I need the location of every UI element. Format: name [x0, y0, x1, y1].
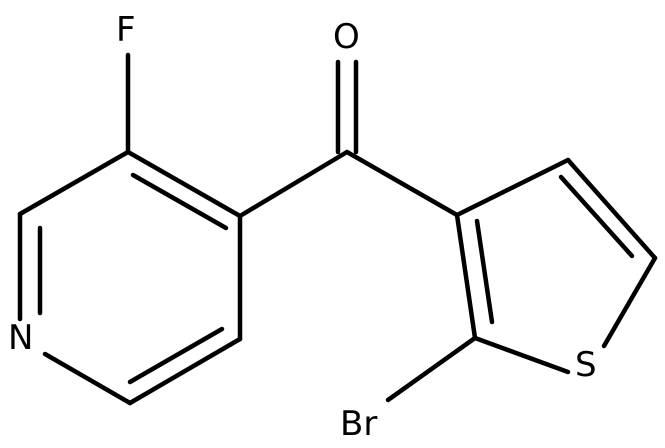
- bond-c5-c6: [127, 336, 243, 406]
- bond-th-c5-c4-double: [558, 174, 635, 259]
- bond-c3-c4: [125, 149, 243, 219]
- atom-label-oxygen: O: [333, 17, 360, 57]
- atom-label-nitrogen: N: [8, 318, 33, 358]
- bond-th-c3-c2: [454, 212, 478, 341]
- bond-carbonyl-c3thio: [344, 149, 460, 218]
- bond-th-c2-br: [385, 335, 478, 403]
- bond-c3-c4-double: [130, 172, 229, 231]
- atom-label-sulfur: S: [575, 345, 597, 385]
- bond-c5-c6-double: [127, 326, 225, 385]
- bond-c6-n: [42, 351, 133, 406]
- atom-label-bromine: Br: [340, 404, 377, 444]
- bond-th-c5-c4: [565, 157, 658, 261]
- bond-th-c2-s: [472, 335, 571, 375]
- bond-th-s-c5: [601, 255, 658, 349]
- bond-th-c4-c3: [454, 157, 571, 218]
- bond-th-c3-c2-double: [474, 218, 495, 325]
- atom-label-fluorine: F: [116, 10, 136, 50]
- bond-c2-c3: [17, 149, 131, 217]
- bond-c4-carbonyl: [237, 149, 350, 219]
